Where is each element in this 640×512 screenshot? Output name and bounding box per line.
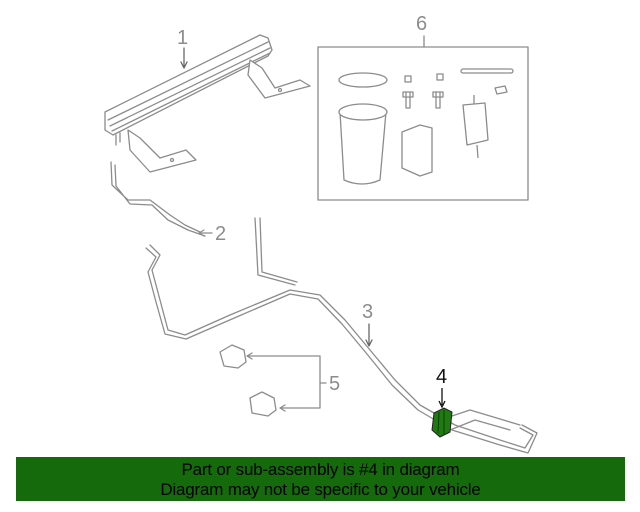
- part-2-hose[interactable]: 2: [110, 161, 226, 245]
- banner-line-2: Diagram may not be specific to your vehi…: [160, 480, 481, 499]
- callout-2: 2: [215, 223, 226, 245]
- part-3-cooler-lines[interactable]: 3: [145, 217, 538, 454]
- part-4-clip[interactable]: 4: [431, 366, 453, 438]
- callout-6: 6: [416, 13, 427, 35]
- banner-line-1: Part or sub-assembly is #4 in diagram: [181, 460, 460, 479]
- part-info-banner: Part or sub-assembly is #4 in diagram Di…: [16, 457, 625, 501]
- callout-5: 5: [329, 373, 340, 395]
- part-1-oil-cooler[interactable]: 1: [104, 27, 311, 173]
- part-5-insulators[interactable]: 5: [219, 344, 340, 417]
- callout-1: 1: [177, 27, 188, 49]
- callout-3: 3: [362, 301, 373, 323]
- part-6-kit[interactable]: 6: [317, 13, 529, 201]
- callout-4: 4: [436, 366, 447, 388]
